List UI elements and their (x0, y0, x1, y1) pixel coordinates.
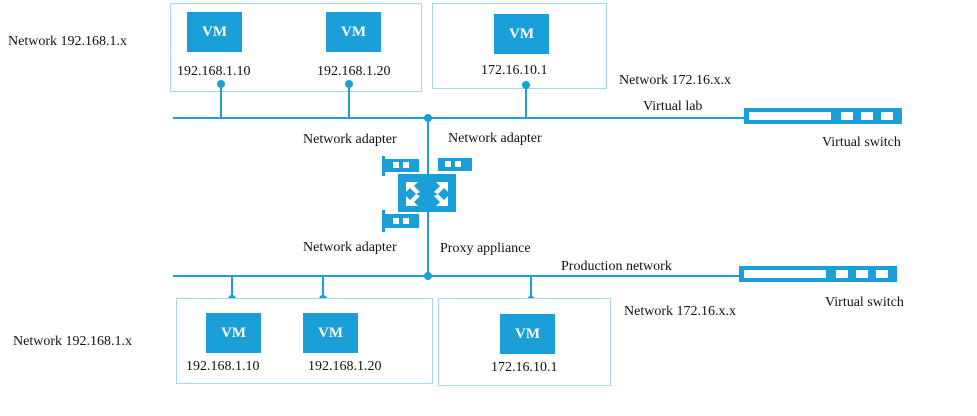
switch-port (876, 270, 888, 278)
switch-port (861, 112, 873, 120)
bottom-vm1: VM (206, 313, 261, 353)
switch-slot (744, 270, 826, 278)
top-vm1: VM (187, 12, 242, 52)
bottom-vm1-ip: 192.168.1.10 (186, 359, 260, 374)
top-vm2: VM (326, 12, 381, 52)
switch-port (841, 112, 853, 120)
top-vm-group-box: VM VM 192.168.1.10 192.168.1.20 (170, 3, 422, 92)
top-vm1-ip: 192.168.1.10 (177, 64, 251, 79)
production-network-bus (173, 275, 743, 277)
bottom-vm3-box: VM 172.16.10.1 (438, 298, 611, 386)
adapter-label-top-right: Network adapter (448, 131, 542, 146)
proxy-top-node (424, 114, 432, 122)
top-vm3-box: VM 172.16.10.1 (432, 3, 607, 89)
network-adapter-icon-top-right (438, 158, 472, 171)
top-virtual-switch-label: Virtual switch (822, 135, 901, 150)
top-network-label: Network 192.168.1.x (8, 34, 127, 49)
switch-port (881, 112, 893, 120)
bottom-network-label: Network 192.168.1.x (13, 334, 132, 349)
bottom-vm2-link (322, 276, 324, 298)
top-vm2-node (345, 80, 353, 88)
bottom-vm-group-box: VM VM 192.168.1.10 192.168.1.20 (176, 298, 433, 384)
virtual-lab-label: Virtual lab (643, 99, 703, 114)
bottom-virtual-switch (739, 266, 897, 282)
network-adapter-icon-top-left (382, 156, 419, 176)
switch-port (836, 270, 848, 278)
top-vm1-node (217, 80, 225, 88)
adapter-label-bottom-left: Network adapter (303, 240, 397, 255)
bottom-vm3: VM (500, 314, 555, 354)
top-vm1-link (220, 84, 222, 118)
bottom-vm3-ip: 172.16.10.1 (491, 360, 558, 375)
top-vm3-node (522, 81, 530, 89)
switch-port (856, 270, 868, 278)
top-vm3-link (525, 85, 527, 118)
bottom-vm2: VM (303, 313, 358, 353)
top-virtual-switch (744, 108, 902, 124)
virtual-lab-bus (173, 117, 748, 119)
proxy-bottom-node (424, 272, 432, 280)
switch-slot (749, 112, 831, 120)
proxy-appliance-label: Proxy appliance (440, 241, 531, 256)
bottom-vm3-link (530, 276, 532, 299)
top-vm3: VM (494, 14, 549, 54)
top-vm3-ip: 172.16.10.1 (481, 63, 548, 78)
top-network-right-label: Network 172.16.x.x (619, 73, 731, 88)
bottom-virtual-switch-label: Virtual switch (825, 295, 904, 310)
bottom-vm2-ip: 192.168.1.20 (308, 359, 382, 374)
top-vm2-ip: 192.168.1.20 (317, 64, 391, 79)
top-vm2-link (348, 84, 350, 118)
bottom-network-right-label: Network 172.16.x.x (624, 304, 736, 319)
bottom-vm1-link (231, 276, 233, 298)
adapter-label-top-left: Network adapter (303, 132, 397, 147)
proxy-appliance-icon (398, 174, 456, 212)
production-network-label: Production network (561, 259, 672, 274)
network-adapter-icon-bottom-left (382, 210, 419, 232)
